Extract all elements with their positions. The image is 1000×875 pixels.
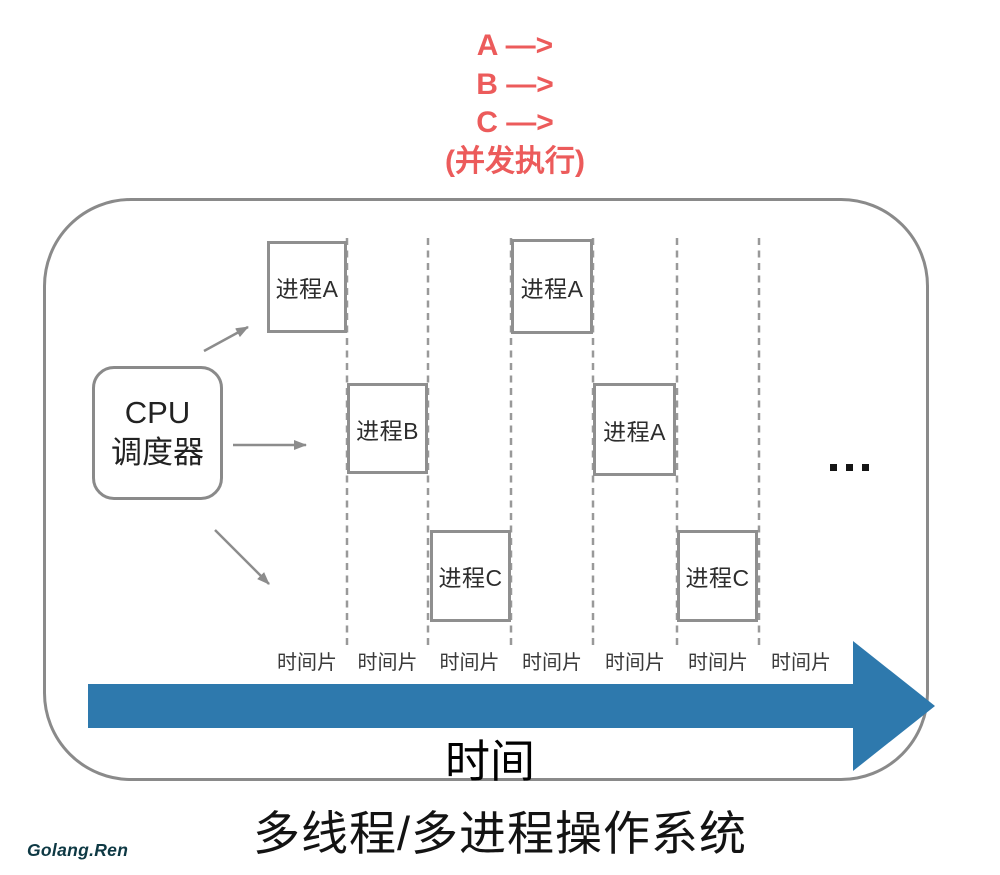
watermark: Golang.Ren [27, 840, 129, 860]
process-box-slice2: 进程B [347, 383, 428, 474]
thread-b-label: B —> [476, 67, 554, 101]
process-box-slice5: 进程A [593, 383, 676, 476]
thread-a-label: A —> [476, 29, 554, 62]
process-box-slice6: 进程C [677, 530, 758, 622]
process-box-slice3: 进程C [430, 530, 511, 622]
os-container-outline [43, 198, 929, 781]
process-box-slice1: 进程A [267, 241, 347, 333]
timeslice-label-6: 时间片 [676, 646, 760, 675]
timeslice-label-3: 时间片 [427, 646, 512, 675]
cpu-label: CPU [124, 395, 191, 430]
scheduler-label: 调度器 [111, 435, 204, 470]
timeslice-label-4: 时间片 [510, 646, 594, 675]
ellipsis-dot [862, 464, 869, 471]
process-box-slice4: 进程A [511, 239, 593, 334]
timeslice-label-7: 时间片 [759, 646, 843, 675]
timeslice-label-5: 时间片 [593, 646, 677, 675]
concurrent-header: A —> B —> C —> (并发执行) [340, 27, 690, 181]
thread-c-label: C —> [476, 106, 554, 139]
ellipsis-dot [846, 464, 853, 471]
ellipsis-dot [830, 464, 837, 471]
cpu-scheduler-box: CPU 调度器 [92, 366, 223, 500]
timeslice-label-2: 时间片 [345, 646, 430, 675]
concurrent-exec-label: (并发执行) [445, 144, 585, 178]
time-axis-label: 时间 [444, 736, 535, 787]
diagram-caption: 多线程/多进程操作系统 [252, 807, 748, 860]
timeslice-label-1: 时间片 [265, 646, 349, 675]
continuation-ellipsis-icon [830, 464, 869, 471]
